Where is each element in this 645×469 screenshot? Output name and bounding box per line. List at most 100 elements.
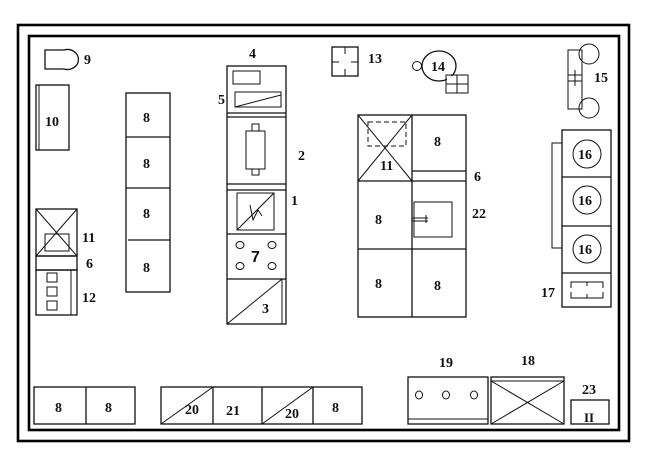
label-11: 11	[380, 159, 393, 174]
unit-12-slot	[46, 286, 58, 297]
unit-15-rail	[567, 49, 583, 110]
grid-cell-cover	[447, 76, 456, 83]
unit-7: 7	[235, 241, 277, 270]
label-8: 8	[375, 277, 382, 292]
burner-icon	[235, 241, 245, 249]
unit-19: 19	[407, 356, 489, 425]
label-16: 16	[578, 194, 592, 209]
unit-9: 9	[44, 48, 91, 71]
unit-14-small-circle	[412, 61, 422, 71]
left-column-box	[125, 92, 171, 293]
label-8: 8	[143, 111, 150, 126]
label-8: 8	[143, 207, 150, 222]
cross-line	[357, 114, 413, 182]
cross-line	[35, 208, 78, 257]
label-7: 7	[251, 249, 260, 266]
unit-10-box	[35, 84, 70, 151]
unit-14-circle	[421, 50, 457, 82]
unit-11-inner	[44, 233, 70, 252]
burner-icon	[235, 262, 245, 270]
label-5: 5	[218, 93, 225, 108]
inner-frame	[27, 34, 621, 432]
side-rail	[551, 142, 562, 249]
label-8: 8	[143, 261, 150, 276]
unit-5-diagonal	[234, 94, 282, 108]
unit-20-diagonal	[261, 386, 314, 425]
unit-15-circle	[578, 43, 600, 65]
burner-icon	[442, 390, 450, 400]
unit-5	[234, 91, 282, 108]
label-12: 12	[82, 291, 96, 306]
unit-12-box	[35, 269, 78, 316]
unit-2-bottom-cap	[251, 168, 260, 176]
label-20: 20	[285, 407, 299, 422]
unit-12: 12	[35, 269, 96, 316]
label-16: 16	[578, 148, 592, 163]
unit-11-left: 11	[35, 208, 95, 257]
center-column: 4 5 2 1 7	[218, 47, 305, 325]
unit-12-slot	[46, 300, 58, 311]
burner-icon	[267, 262, 277, 270]
label-23: 23	[582, 383, 596, 398]
cross-line	[490, 380, 565, 425]
lightning-icon	[249, 204, 263, 222]
unit-1-box	[236, 192, 275, 231]
label-8: 8	[434, 135, 441, 150]
label-18: 18	[521, 354, 535, 369]
label-8: 8	[375, 213, 382, 228]
label-6: 6	[86, 257, 93, 272]
unit-2	[245, 123, 266, 176]
label-1: 1	[291, 194, 298, 209]
label-13: 13	[368, 52, 382, 67]
bottom-left-8-pair: 8 8	[33, 386, 136, 425]
label-8: 8	[434, 279, 441, 294]
right-block-outline	[561, 129, 612, 308]
unit-3: 3	[226, 278, 283, 325]
label-10: 10	[45, 115, 59, 130]
unit-12-slot	[46, 272, 58, 283]
label-4: 4	[249, 47, 256, 62]
unit-15: 15	[567, 43, 608, 119]
label-9: 9	[84, 53, 91, 68]
unit-23-glyph: II	[584, 410, 594, 425]
unit-18: 18	[490, 354, 565, 425]
bottom-center-row: 20 21 20 8	[160, 386, 363, 425]
unit-19-box	[407, 376, 489, 425]
gap	[569, 288, 574, 292]
unit-4	[232, 70, 261, 85]
label-22: 22	[472, 207, 486, 222]
left-column-8: 8 8 8 8	[125, 92, 171, 293]
unit-10: 10	[35, 84, 70, 151]
unit-13: 13	[331, 46, 382, 77]
label-8: 8	[143, 157, 150, 172]
unit-2-top-cap	[251, 123, 260, 132]
unit-9-body	[44, 49, 64, 70]
label-14: 14	[431, 60, 445, 75]
bottom-left-box	[33, 386, 136, 425]
label-11: 11	[82, 231, 95, 246]
unit-23: 23 II	[570, 383, 610, 425]
label-15: 15	[594, 71, 608, 86]
label-20: 20	[185, 403, 199, 418]
label-3: 3	[262, 302, 269, 317]
unit-1	[236, 192, 275, 231]
unit-15-circle	[578, 97, 600, 119]
unit-1-diagonal	[236, 192, 275, 231]
unit-6-box	[35, 255, 78, 271]
unit-14: 14	[412, 50, 469, 94]
label-19: 19	[439, 356, 453, 371]
unit-11-dashed	[367, 121, 407, 147]
unit-16-circle	[572, 139, 602, 169]
gap	[600, 288, 605, 292]
unit-16-circle	[572, 234, 602, 264]
unit-20-diagonal	[160, 386, 214, 425]
label-8: 8	[55, 401, 62, 416]
unit-9-bulb	[63, 48, 80, 71]
burner-icon	[267, 241, 277, 249]
unit-3-diagonal	[226, 278, 283, 325]
unit-23-box	[570, 399, 610, 425]
label-2: 2	[298, 149, 305, 164]
unit-18-box	[490, 376, 565, 425]
label-21: 21	[226, 404, 240, 419]
